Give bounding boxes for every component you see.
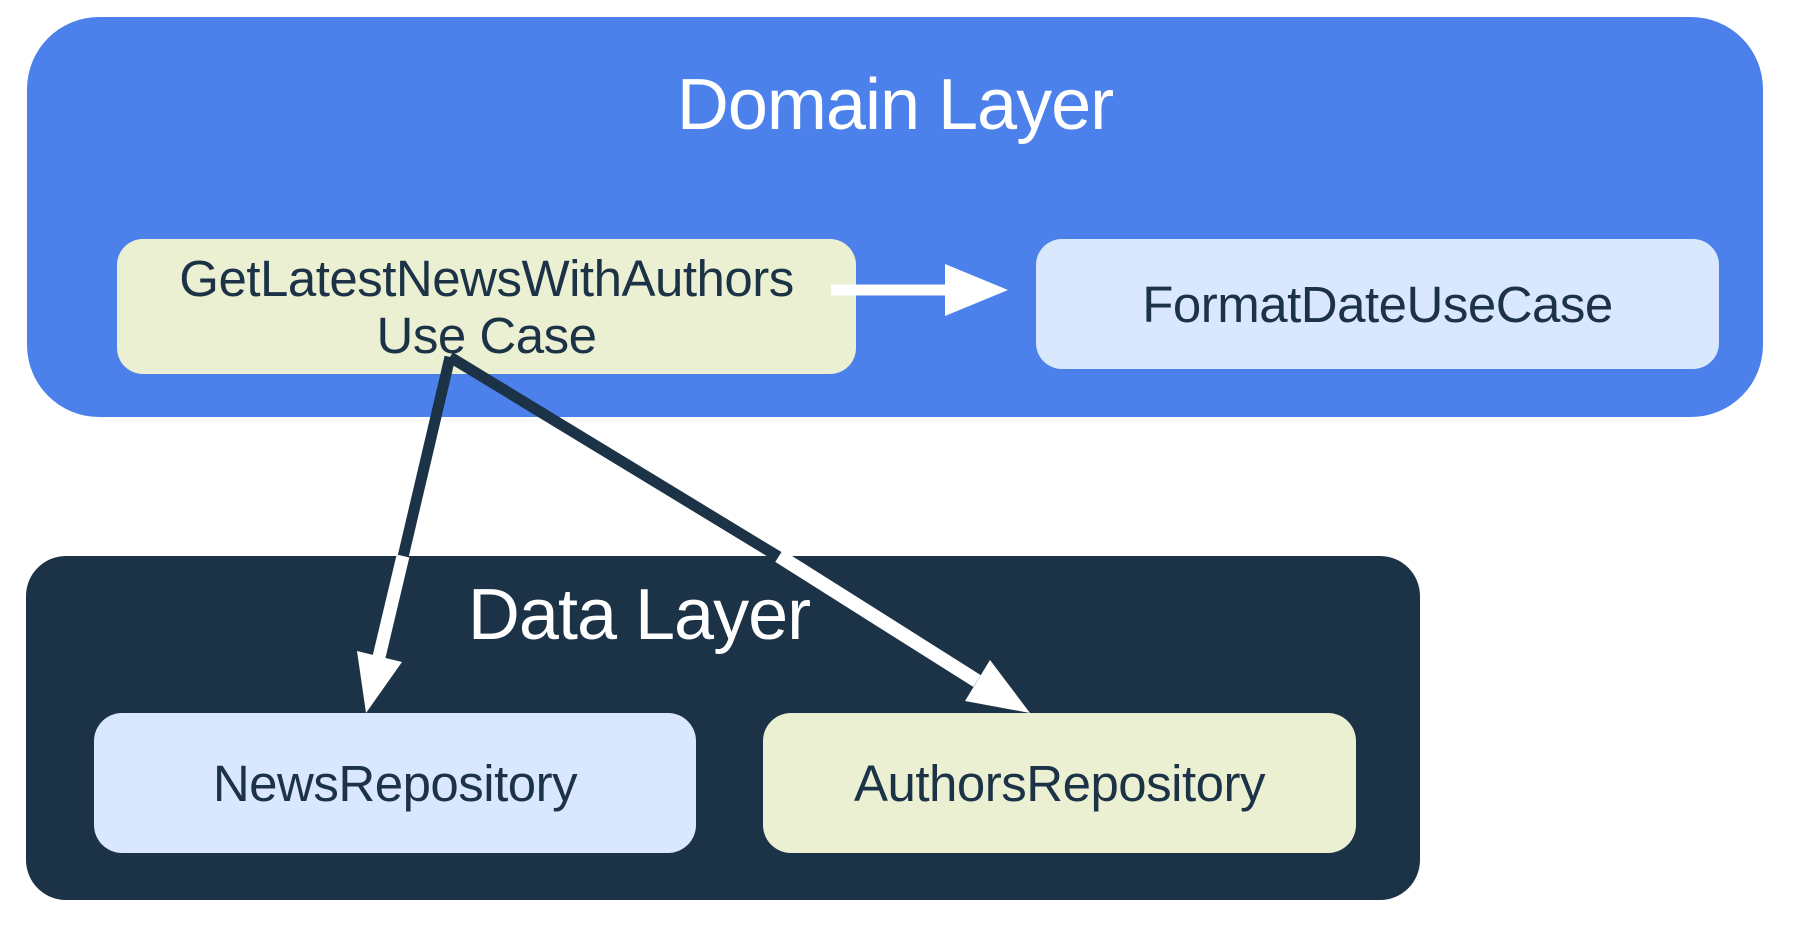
data-layer-container: Data Layer NewsRepository AuthorsReposit… (26, 556, 1420, 900)
node-getlatestnewswithauthors-usecase: GetLatestNewsWithAuthors Use Case (117, 239, 856, 374)
node-label-line2: Use Case (376, 306, 597, 364)
node-authorsrepository: AuthorsRepository (763, 713, 1356, 853)
node-formatdateusecase: FormatDateUseCase (1036, 239, 1719, 369)
node-label-line1: GetLatestNewsWithAuthors (179, 249, 794, 307)
domain-layer-title: Domain Layer (676, 65, 1114, 145)
node-newsrepository: NewsRepository (94, 713, 696, 853)
node-label: NewsRepository (212, 754, 578, 812)
domain-layer-container: Domain Layer GetLatestNewsWithAuthors Us… (27, 17, 1763, 417)
node-label: AuthorsRepository (853, 754, 1266, 812)
data-layer-title: Data Layer (467, 575, 811, 655)
node-label: FormatDateUseCase (1142, 275, 1613, 333)
